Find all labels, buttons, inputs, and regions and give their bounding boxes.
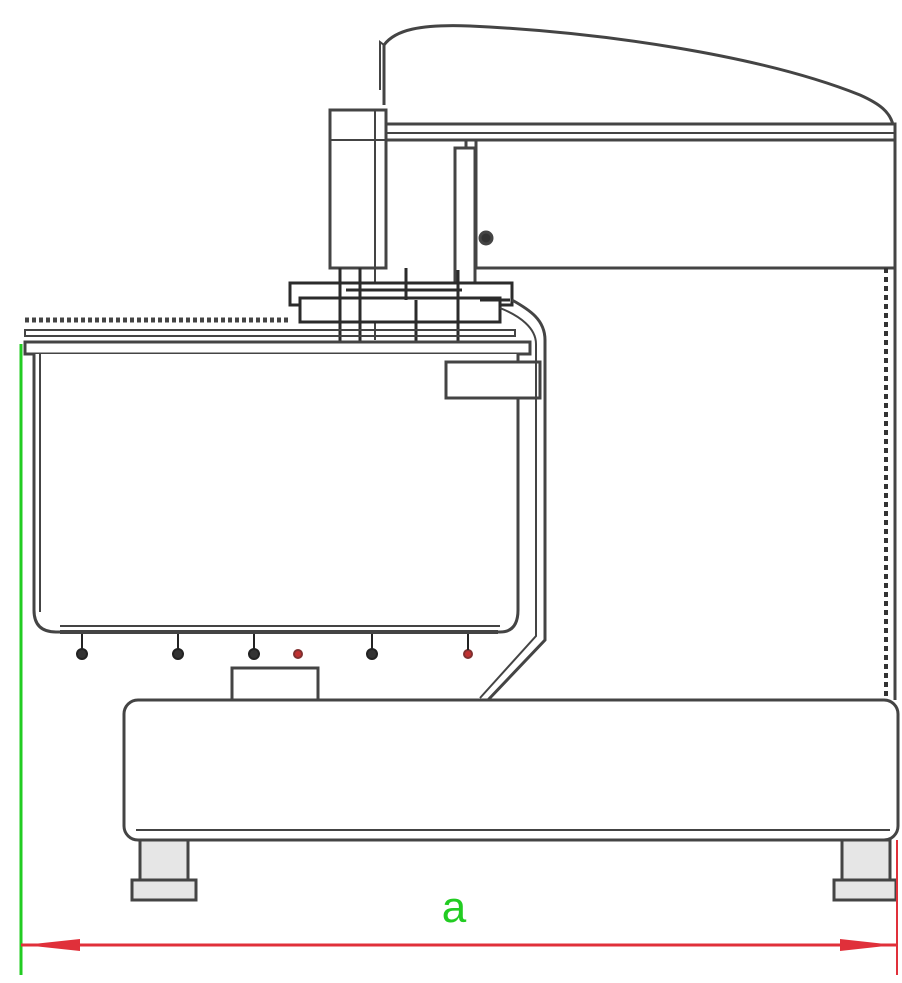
head-cover-curve xyxy=(382,24,895,126)
dimension-label: a xyxy=(442,883,467,932)
machine-column xyxy=(884,124,897,700)
head-housing xyxy=(328,108,388,270)
bowl-bolts xyxy=(60,630,498,660)
dimension-arrow-right xyxy=(840,939,894,951)
spindle-rod xyxy=(453,146,477,290)
dimension-annotation: a xyxy=(19,344,898,975)
spindle-knob xyxy=(478,230,494,246)
machine-base xyxy=(122,698,900,842)
bowl-rim xyxy=(23,317,532,356)
foot-left xyxy=(130,838,198,902)
foot-right xyxy=(832,838,898,902)
bowl-drive-hub xyxy=(230,666,320,704)
side-bracket xyxy=(444,298,547,702)
dimension-arrow-left xyxy=(24,939,80,951)
